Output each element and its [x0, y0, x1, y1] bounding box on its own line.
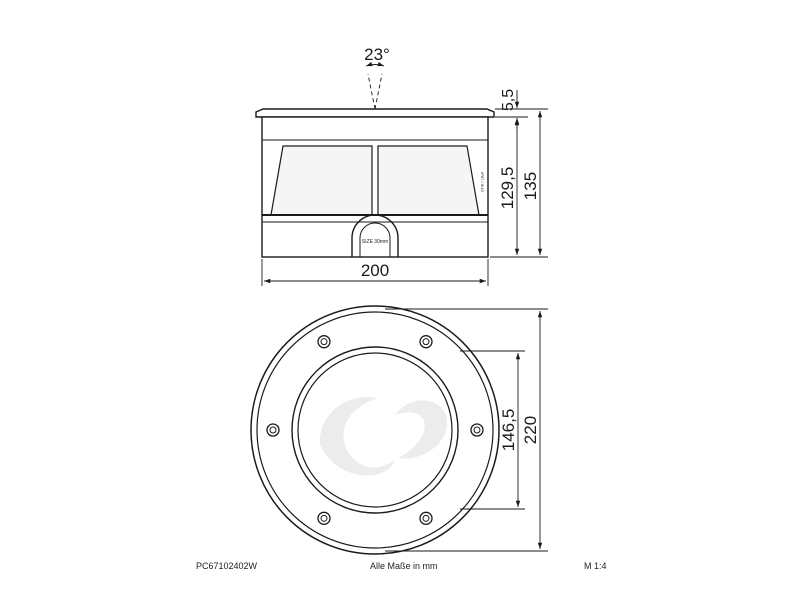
screw-head-6: [422, 338, 430, 346]
screw-3: [317, 511, 331, 525]
screws: [266, 335, 484, 525]
side-vertical-text: IP67 / IK10: [480, 172, 485, 193]
width-dimension: [261, 259, 489, 286]
height-dimensions: [490, 90, 548, 258]
width-label: 200: [361, 261, 389, 280]
outer-diameter-label: 220: [521, 416, 540, 444]
screw-2: [419, 511, 433, 525]
screw-head-2: [422, 514, 430, 522]
side-window-left: [270, 145, 373, 216]
side-window-right: [377, 145, 480, 216]
screw-head-1: [473, 426, 481, 434]
inner-ring: [256, 311, 494, 549]
beam-angle-indicator: [365, 61, 385, 110]
scale-note: M 1:4: [584, 561, 607, 571]
glass-reflection: [319, 397, 395, 476]
cable-gland: [351, 214, 399, 257]
units-note: Alle Maße in mm: [370, 561, 438, 571]
glass-lens: [297, 352, 453, 508]
diameter-dimensions: [385, 308, 548, 552]
screw-4: [266, 423, 280, 437]
screw-1: [470, 423, 484, 437]
cable-gland-label: SIZE 30mm: [362, 239, 388, 245]
glass-diameter-label: 146,5: [499, 409, 518, 452]
beam-angle-label: 23°: [364, 45, 390, 64]
screw-head-3: [320, 514, 328, 522]
glass-rim: [291, 346, 459, 514]
outer-ring: [250, 305, 500, 555]
top-view: [250, 305, 500, 555]
total-height-label: 135: [521, 172, 540, 200]
body-height-label: 129,5: [498, 167, 517, 210]
screw-5: [317, 335, 331, 349]
screw-6: [419, 335, 433, 349]
collar-height-label: 5,5: [500, 89, 517, 111]
side-collar: [255, 108, 495, 118]
screw-head-4: [269, 426, 277, 434]
side-view: [255, 108, 495, 258]
product-code: PC67102402W: [196, 561, 258, 571]
screw-head-5: [320, 338, 328, 346]
